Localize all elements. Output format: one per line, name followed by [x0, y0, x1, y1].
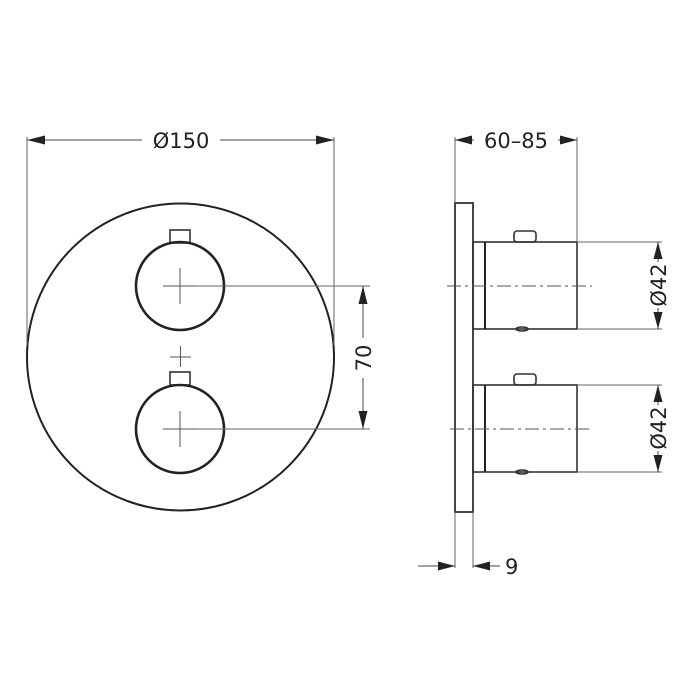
lower-handle-tab: [169, 371, 191, 386]
side-upper-handle: [447, 230, 662, 332]
front-view: Ø150 70: [26, 124, 376, 512]
dimension-lower-handle-diameter: Ø42: [645, 385, 671, 472]
dimension-plate-thickness: 9: [418, 512, 518, 579]
plate-center-mark: [170, 346, 191, 367]
lower-handle: [134, 371, 370, 475]
escutcheon-plate-outline: [26, 202, 335, 512]
projection-label: 60–85: [484, 129, 548, 153]
upper-handle: [134, 229, 370, 332]
dimension-handle-spacing: 70: [350, 286, 376, 429]
side-lower-handle: [450, 373, 662, 475]
plate-thickness-label: 9: [505, 555, 518, 579]
side-lower-tab: [513, 373, 537, 386]
upper-handle-diameter-label: Ø42: [647, 263, 671, 306]
plate-diameter-label: Ø150: [153, 129, 210, 153]
side-plate-outline: [454, 202, 474, 513]
dimension-plate-diameter: Ø150: [26, 124, 335, 345]
side-upper-bottom-mark: [515, 326, 529, 332]
handle-spacing-label: 70: [352, 345, 376, 372]
side-view: 60–85 Ø42 Ø42 9: [418, 124, 671, 579]
side-lower-bottom-mark: [515, 469, 529, 475]
side-upper-tab: [513, 230, 537, 243]
lower-handle-diameter-label: Ø42: [647, 406, 671, 449]
dimension-projection: 60–85: [454, 124, 578, 242]
dimension-upper-handle-diameter: Ø42: [645, 242, 671, 329]
